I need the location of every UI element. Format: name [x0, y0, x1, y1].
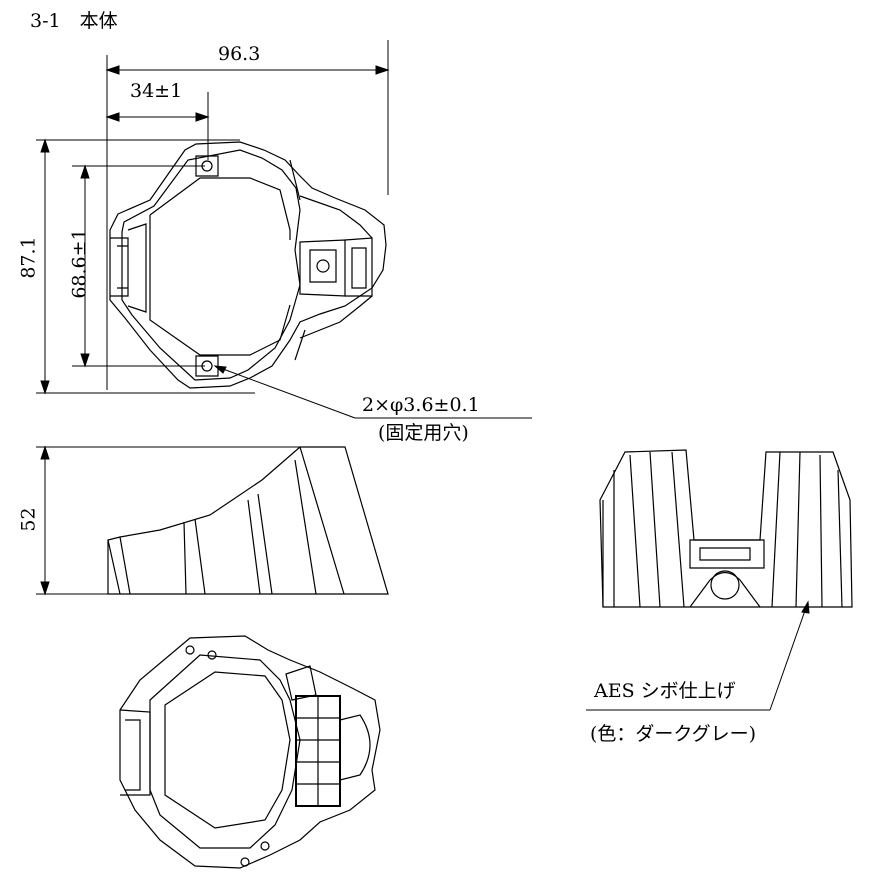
- top-view: [110, 142, 386, 388]
- section-title: 3-1 本体: [30, 10, 118, 32]
- hole-spec-callout: 2×φ3.6±0.1: [362, 394, 480, 416]
- bottom-view: [120, 636, 380, 868]
- front-view: [600, 450, 852, 607]
- finish-color-callout: (色：ダークグレー): [590, 723, 757, 745]
- hole-offset-dimension: 34±1: [130, 80, 183, 102]
- overall-depth-dimension: 87.1: [17, 236, 40, 279]
- overall-width-dimension: 96.3: [218, 43, 261, 65]
- dimension-lines: [36, 40, 809, 710]
- finish-spec-callout: AES シボ仕上げ: [594, 680, 736, 702]
- hole-purpose-callout: (固定用穴): [378, 422, 469, 444]
- side-view: [108, 447, 388, 594]
- height-dimension: 52: [17, 507, 40, 532]
- hole-pitch-dimension: 68.6±1: [68, 228, 91, 299]
